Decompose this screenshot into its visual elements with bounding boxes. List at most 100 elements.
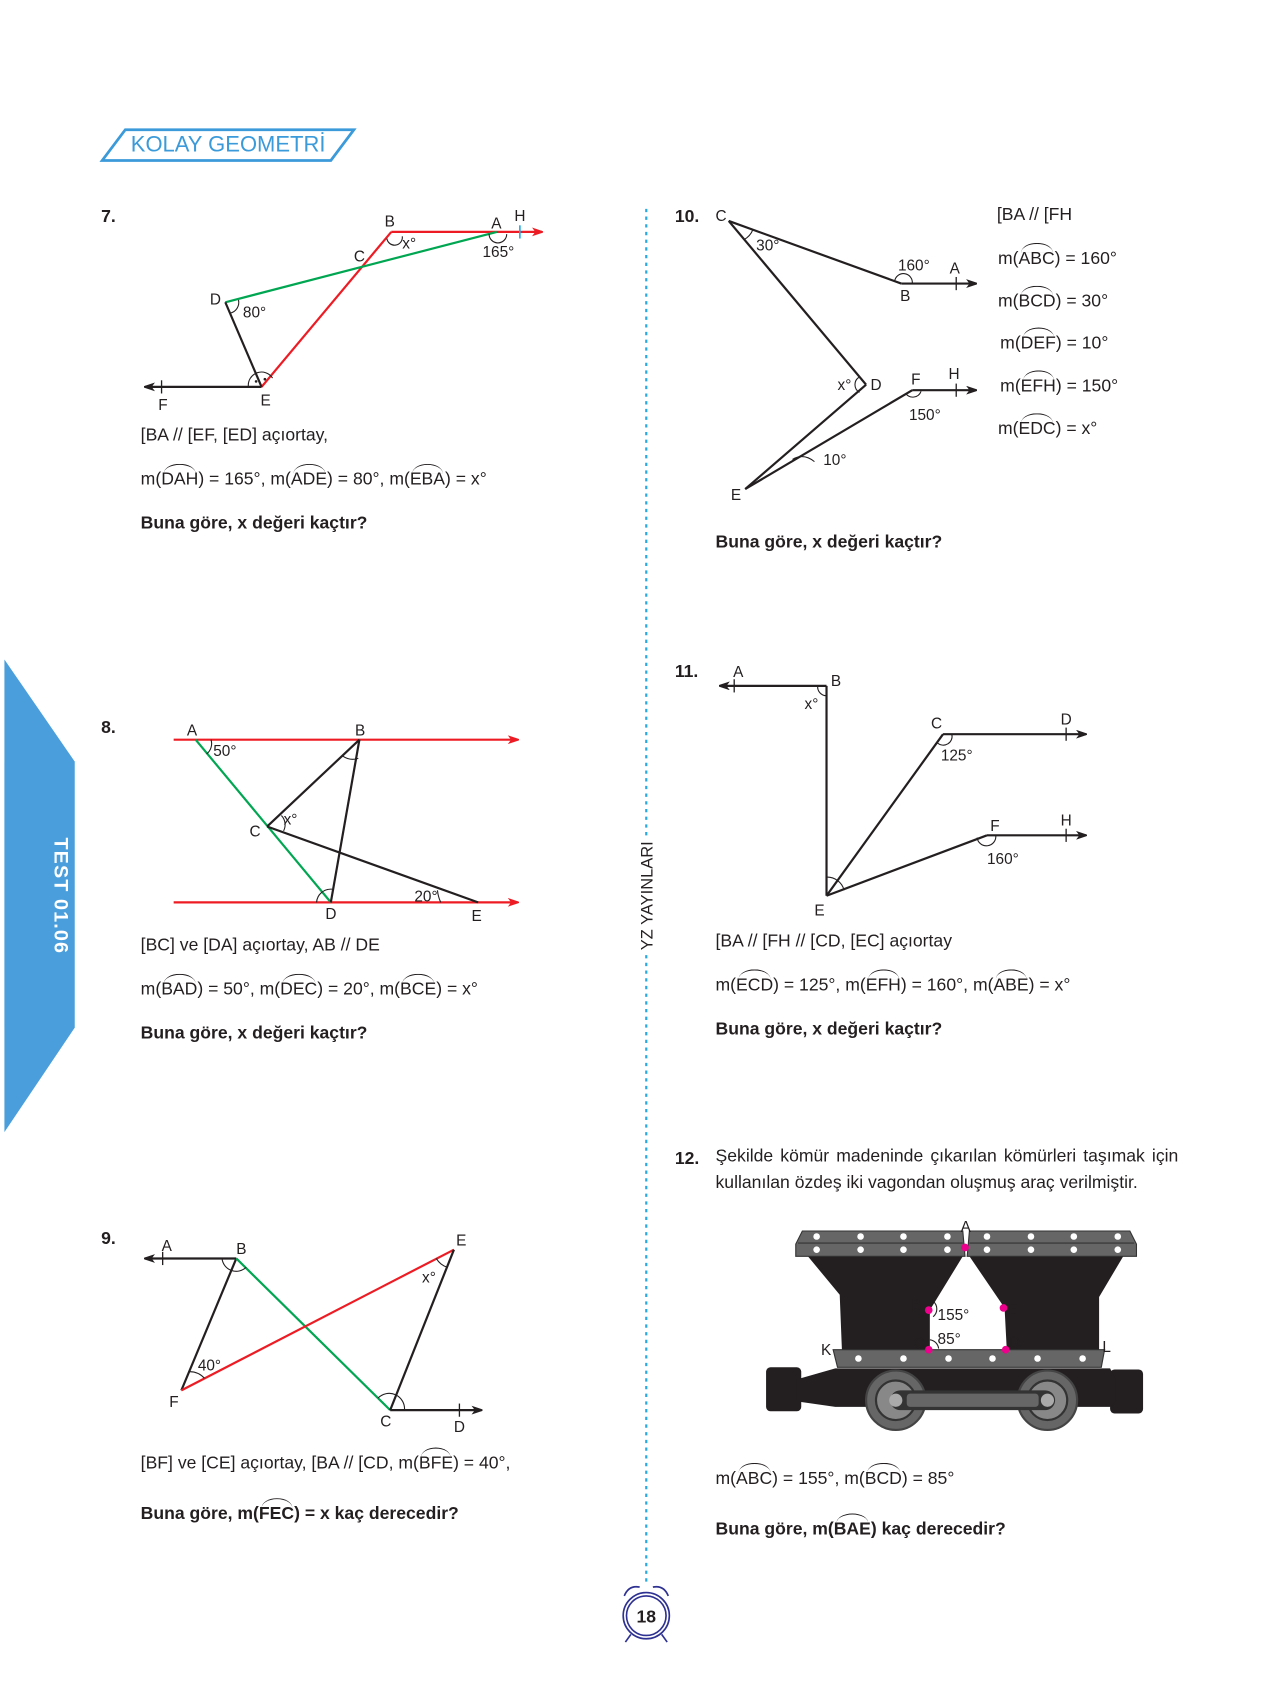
q10-label-d: D [870, 377, 881, 394]
q12-angle-85: 85° [938, 1331, 961, 1348]
q7-label-e: E [260, 393, 270, 410]
q9-angle-x: x° [422, 1270, 436, 1287]
q10-given-3: m(DEF) = 10° [1000, 327, 1108, 355]
given-prefix: m( [715, 976, 737, 995]
q7-angle-80: 80° [243, 305, 266, 322]
q8-label-c: C [249, 823, 260, 840]
given-prefix: m( [259, 980, 281, 1000]
given-value: ) = 85° [901, 1469, 955, 1489]
question-suffix: ) kaç derecedir? [870, 1520, 1006, 1539]
q9-label-b: B [236, 1241, 246, 1258]
q11-label-c: C [931, 716, 942, 733]
q8-label-b: B [355, 722, 365, 739]
angle-name: BAE [834, 1513, 871, 1541]
given-value: ) = 150° [1055, 376, 1119, 396]
q7-label-d: D [210, 291, 221, 308]
q9-number: 9. [101, 1228, 116, 1248]
q10-angle-160: 160° [898, 257, 930, 274]
q8-given: m(BAD) = 50°, m(DEC) = 20°, m(BCE) = x° [141, 973, 478, 1001]
angle-name: ECD [736, 969, 773, 997]
q10-label-f: F [911, 372, 920, 389]
statement-value: ) = 40°, [453, 1454, 511, 1473]
q8-label-a: A [187, 722, 198, 739]
q11-label-h: H [1061, 812, 1072, 829]
q8-label-d: D [325, 906, 336, 923]
q12-label-e: E [1008, 1302, 1018, 1319]
given-value: ) = x° [436, 980, 478, 1000]
given-value: ) = x° [1055, 419, 1098, 439]
given-prefix: m( [379, 980, 401, 1000]
q11-label-e: E [814, 903, 824, 920]
q10-label-b: B [900, 288, 910, 305]
given-prefix: m( [389, 470, 410, 490]
q7-statement: [BA // [EF, [ED] açıortay, [140, 426, 329, 446]
q7-label-b: B [385, 213, 395, 230]
given-prefix: m( [1000, 376, 1021, 396]
q10-angle-30: 30° [756, 238, 779, 255]
q10-question: Buna göre, x değeri kaçtır? [715, 533, 943, 552]
angle-name: BAD [161, 973, 197, 1001]
given-value: ) = 50°, [197, 980, 255, 1000]
test-tab-label: TEST 01.06 [50, 837, 72, 955]
q11-label-d: D [1061, 711, 1072, 728]
side-tab [4, 659, 75, 1133]
header-badge [99, 128, 357, 162]
angle-name: BFE [419, 1447, 453, 1475]
given-value: ) = 125°, [773, 976, 841, 995]
angle-name: EFH [866, 969, 901, 997]
angle-name: ABC [1018, 242, 1055, 270]
q7-diagram [145, 225, 542, 394]
angle-name: DEC [280, 973, 317, 1001]
given-value: ) = x° [1028, 976, 1071, 995]
angle-name: ABC [736, 1462, 772, 1490]
given-prefix: m( [270, 470, 291, 490]
q9-label-a: A [162, 1238, 173, 1255]
q7-given: m(DAH) = 165°, m(ADE) = 80°, m(EBA) = x° [141, 463, 487, 491]
q9-statement: [BF] ve [CE] açıortay, [BA // [CD, m(BFE… [140, 1447, 511, 1475]
given-value: ) = 165°, [198, 470, 266, 490]
angle-name: EDC [1018, 413, 1056, 441]
q10-label-e: E [731, 487, 741, 504]
q10-given-5: m(EDC) = x° [998, 413, 1098, 441]
book-title: KOLAY GEOMETRİ [130, 132, 326, 158]
given-value: ) = 155°, [772, 1469, 840, 1489]
q10-diagram [727, 219, 976, 491]
q11-number: 11. [675, 661, 698, 681]
q8-angle-x: x° [284, 811, 298, 828]
q10-given-1: m(ABC) = 160° [997, 242, 1117, 270]
q11-label-b: B [831, 673, 841, 690]
q11-angle-125: 125° [941, 748, 973, 765]
given-value: ) = x° [445, 470, 487, 490]
q10-number: 10. [675, 206, 699, 226]
q12-label-d: D [1009, 1334, 1020, 1351]
q7-angle-x: x° [402, 235, 416, 252]
q9-label-f: F [169, 1394, 178, 1411]
q10-given-4: m(EFH) = 150° [1000, 370, 1119, 398]
given-value: ) = 160°, [900, 976, 969, 995]
given-prefix: m( [715, 1469, 737, 1489]
q12-number: 12. [675, 1148, 699, 1168]
given-prefix: m( [997, 249, 1019, 269]
angle-name: EBA [410, 463, 445, 491]
q8-angle-50: 50° [213, 743, 236, 760]
page-number: 18 [636, 1607, 657, 1627]
q11-question: Buna göre, x değeri kaçtır? [715, 1019, 943, 1039]
q8-number: 8. [101, 717, 116, 737]
q11-given: m(ECD) = 125°, m(EFH) = 160°, m(ABE) = x… [715, 969, 1071, 997]
q8-angle-20: 20° [414, 888, 437, 905]
q12-intro-line-2: kullanılan özdeş iki vagondan oluşmuş ar… [715, 1173, 1138, 1193]
q12-label-k: K [821, 1342, 832, 1359]
q12-mine-wagon-illustration [766, 1230, 1144, 1432]
statement-prefix: [BF] ve [CE] açıortay, [BA // [CD, m( [140, 1454, 419, 1473]
q9-question: Buna göre, m(FEC) = x kaç derecedir? [141, 1498, 459, 1526]
angle-name: ADE [291, 463, 327, 491]
given-value: ) = 80°, [327, 470, 385, 490]
q11-label-a: A [733, 664, 744, 681]
angle-name: BCD [1018, 285, 1056, 313]
q10-label-h: H [949, 366, 960, 383]
question-prefix: Buna göre, m( [715, 1520, 834, 1539]
q11-angle-160: 160° [987, 851, 1019, 868]
q12-intro-line-1: Şekilde kömür madeninde çıkarılan kömürl… [715, 1147, 1179, 1167]
